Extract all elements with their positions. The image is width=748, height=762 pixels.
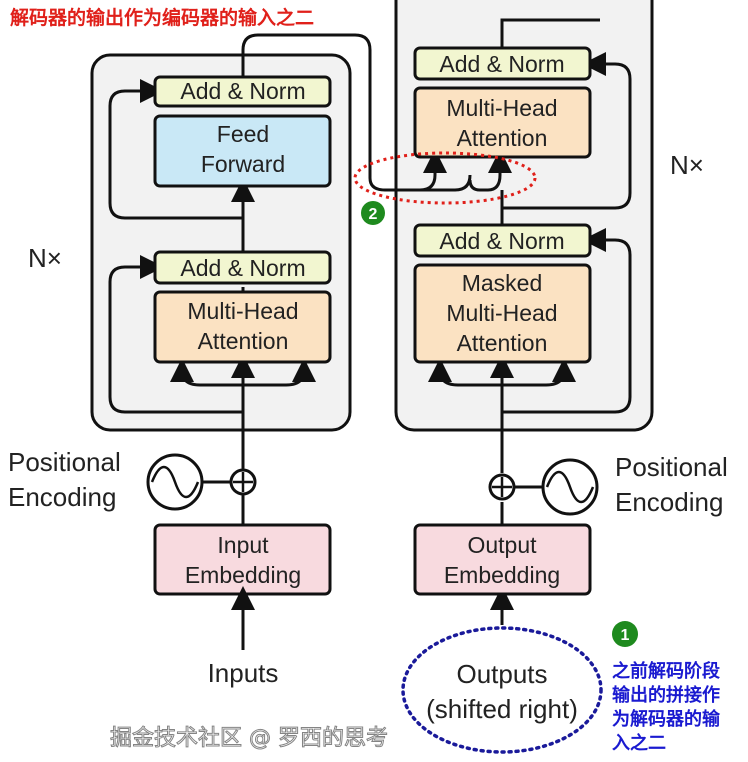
- output-embedding-label: Output: [467, 532, 537, 558]
- positional-encoding-right-icon: [541, 458, 599, 516]
- output-embedding: [413, 523, 592, 596]
- output-embedding-label: Embedding: [444, 562, 560, 588]
- positional-encoding-left-icon: [146, 453, 204, 511]
- feed-forward-label: Forward: [201, 151, 285, 177]
- input-embedding-label: Embedding: [185, 562, 301, 588]
- badge-1-label: 1: [621, 627, 630, 644]
- watermark: 掘金技术社区 @ 罗西的思考: [110, 726, 388, 751]
- encoder-add-norm-top: [153, 75, 332, 108]
- decoder-attention-label: Attention: [457, 125, 548, 151]
- annotation-bottom: 之前解码阶段: [612, 660, 721, 682]
- encoder-add-norm-bottom-label: Add & Norm: [180, 255, 305, 281]
- outputs-label: (shifted right): [426, 694, 578, 724]
- decoder-add-norm-top: [413, 46, 592, 81]
- positional-encoding-left-label: Encoding: [8, 482, 116, 512]
- encoder-feed-forward: [153, 114, 332, 188]
- positional-encoding-left-label: Positional: [8, 447, 121, 477]
- positional-encoding-right-label: Encoding: [615, 487, 723, 517]
- decoder-add-norm-top-label: Add & Norm: [439, 51, 564, 77]
- decoder-add-norm-bottom-label: Add & Norm: [439, 228, 564, 254]
- feed-forward-label: Feed: [217, 121, 269, 147]
- positional-encoding-right-label: Positional: [615, 452, 728, 482]
- outputs-label: Outputs: [456, 659, 547, 689]
- decoder-repeat-label: N×: [670, 150, 704, 180]
- decoder-masked-attention: [413, 263, 592, 364]
- masked-attention-label: Multi-Head: [446, 300, 557, 326]
- annotation-top: 解码器的输出作为编码器的输入之二: [10, 6, 314, 29]
- decoder-attention: [413, 86, 592, 159]
- encoder-repeat-label: N×: [28, 243, 62, 273]
- annotation-bottom: 为解码器的输: [612, 708, 721, 730]
- encoder-attention: [153, 290, 332, 364]
- badge-1: [612, 621, 638, 647]
- annotation-bottom: 输出的拼接作: [612, 684, 720, 706]
- add-icon: [229, 468, 257, 496]
- masked-attention-label: Attention: [457, 330, 548, 356]
- encoder-add-norm-bottom: [153, 250, 332, 285]
- encoder-add-norm-top-label: Add & Norm: [180, 78, 305, 104]
- outputs-highlight: [401, 626, 603, 754]
- encoder-output-highlight: [353, 151, 537, 205]
- decoder-attention-label: Multi-Head: [446, 95, 557, 121]
- annotation-bottom: 入之二: [612, 732, 666, 754]
- badge-2-label: 2: [369, 206, 378, 223]
- input-embedding-label: Input: [217, 532, 269, 558]
- inputs-label: Inputs: [208, 658, 279, 688]
- encoder-attention-label: Multi-Head: [187, 298, 298, 324]
- decoder-add-norm-bottom: [413, 223, 592, 258]
- masked-attention-label: Masked: [462, 270, 543, 296]
- add-icon: [488, 473, 516, 501]
- encoder-stack: [90, 53, 352, 432]
- badge-2: [361, 201, 385, 225]
- encoder-attention-label: Attention: [198, 328, 289, 354]
